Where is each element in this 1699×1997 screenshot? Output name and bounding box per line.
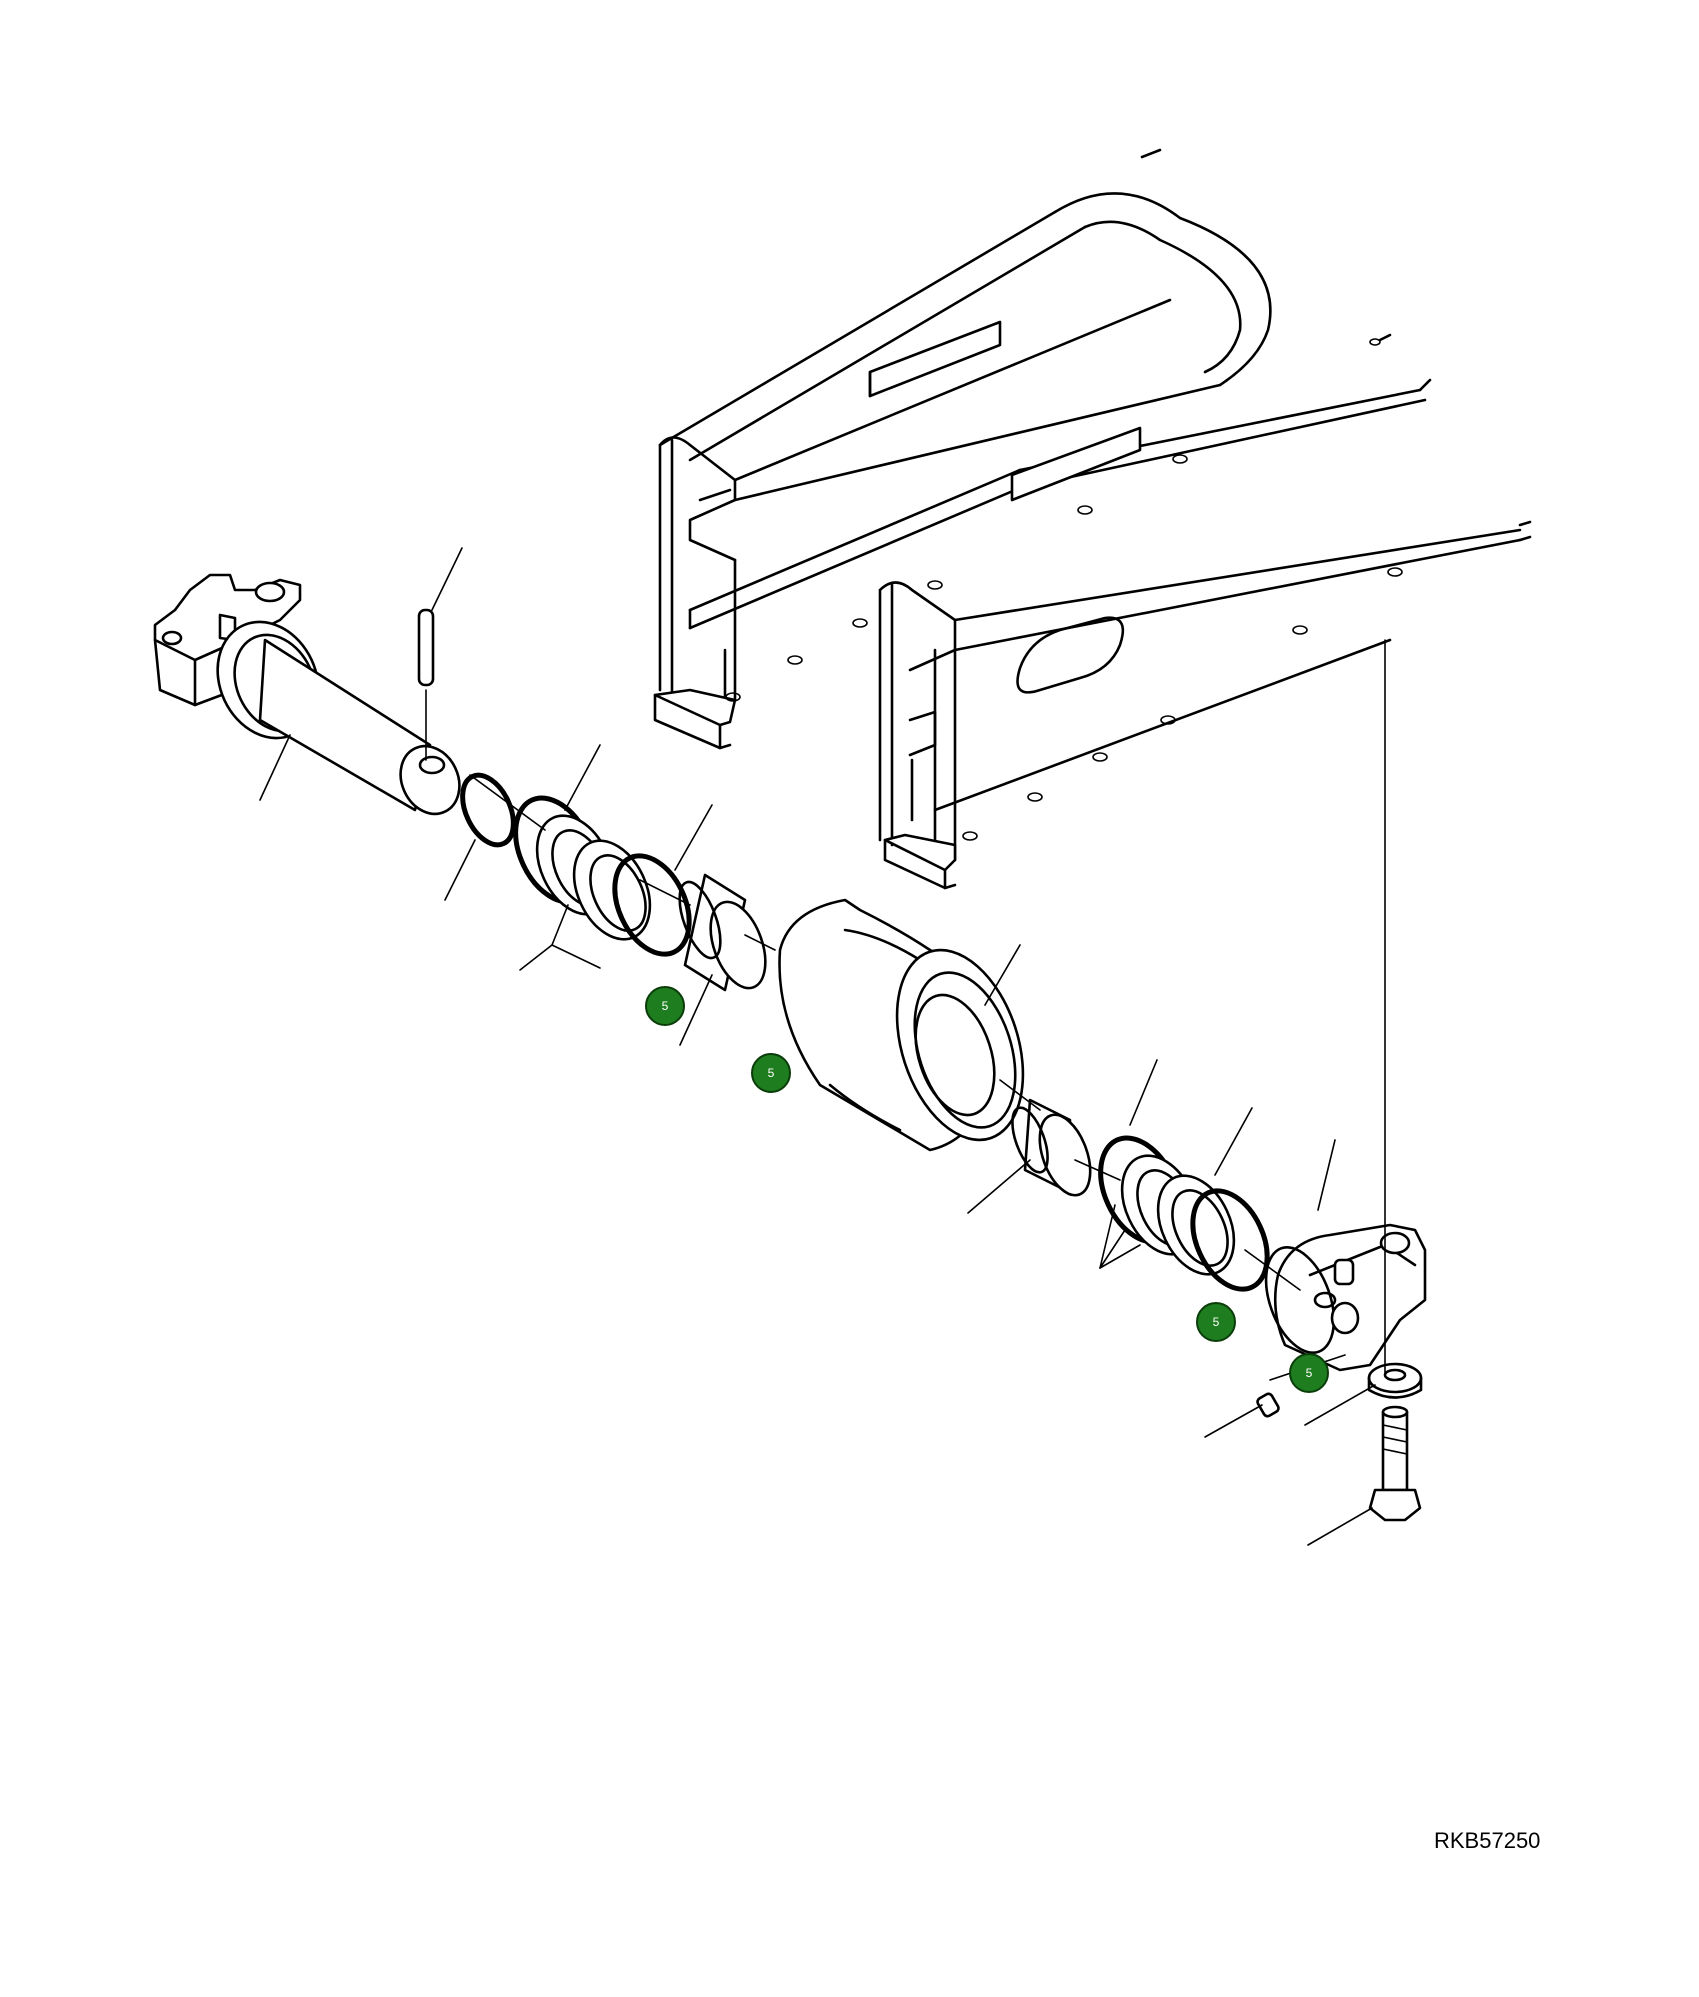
callout-badge: 5	[645, 986, 685, 1026]
callout-badge-label: 5	[1213, 1315, 1220, 1329]
bushing-right	[1011, 1098, 1092, 1197]
bolt	[1368, 1405, 1422, 1522]
track-frame	[653, 148, 1532, 890]
callout-badge: 5	[1196, 1302, 1236, 1342]
callout-badge-label: 5	[768, 1066, 775, 1080]
roll-pin	[417, 608, 435, 761]
floating-seal-right	[1098, 1135, 1270, 1292]
callout-badge: 5	[751, 1053, 791, 1093]
washer	[1367, 1362, 1423, 1399]
floating-seal-left	[513, 795, 692, 957]
callout-badge: 5	[1289, 1353, 1329, 1393]
callout-badge-label: 5	[662, 999, 669, 1013]
roller-right-bracket	[1264, 1223, 1427, 1372]
track-roller	[778, 898, 1025, 1152]
callout-badge-label: 5	[1306, 1366, 1313, 1380]
drawing-reference-code: RKB57250	[1434, 1828, 1541, 1853]
o-ring-left-1	[460, 772, 516, 848]
bushing-left	[678, 873, 767, 992]
plug	[1256, 1392, 1280, 1418]
roller-shaft-left-bracket	[153, 573, 461, 816]
callout-badges: 5 5 5 5	[645, 986, 1329, 1393]
leader-lines	[259, 547, 1376, 1546]
